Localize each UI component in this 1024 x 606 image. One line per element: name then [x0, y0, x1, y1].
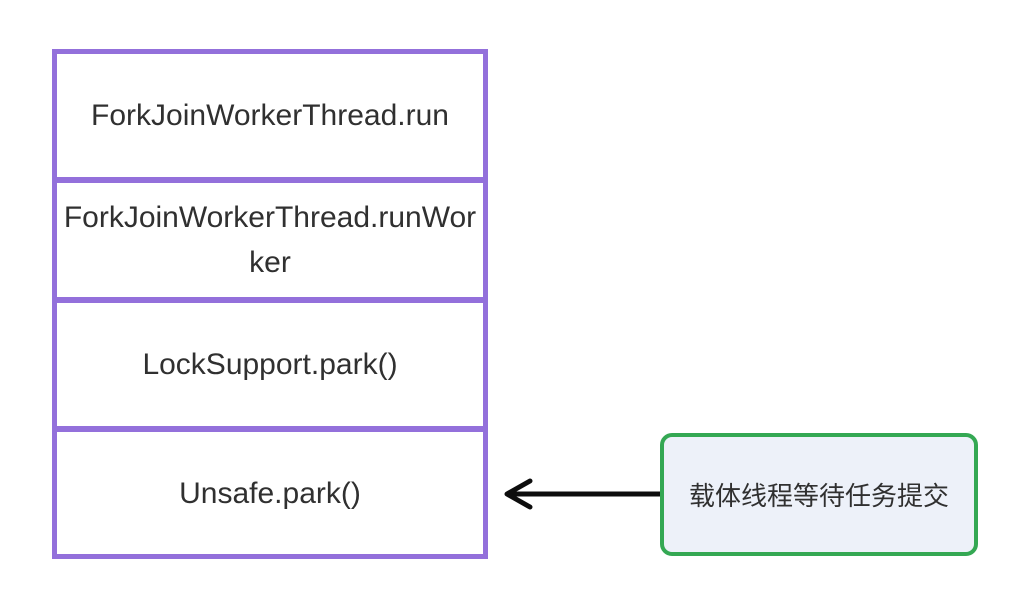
stack-frame-runworker: ForkJoinWorkerThread.runWorker	[57, 183, 483, 303]
stack-frame-run: ForkJoinWorkerThread.run	[57, 54, 483, 183]
stack-frame-locksupport-park-label: LockSupport.park()	[142, 348, 398, 381]
stack-frame-locksupport-park: LockSupport.park()	[57, 303, 483, 432]
left-arrow-icon	[504, 478, 663, 510]
annotation-label: 载体线程等待任务提交	[688, 481, 949, 511]
stack-frame-runworker-label: ForkJoinWorkerThread.runWorker	[63, 201, 477, 279]
stack-frame-unsafe-park-label: Unsafe.park()	[179, 476, 361, 510]
stack-frame-run-label: ForkJoinWorkerThread.run	[91, 99, 449, 132]
annotation-box: 载体线程等待任务提交	[660, 433, 978, 556]
stack-frame-unsafe-park: Unsafe.park()	[57, 432, 483, 554]
call-stack-box: ForkJoinWorkerThread.run ForkJoinWorkerT…	[52, 49, 488, 559]
